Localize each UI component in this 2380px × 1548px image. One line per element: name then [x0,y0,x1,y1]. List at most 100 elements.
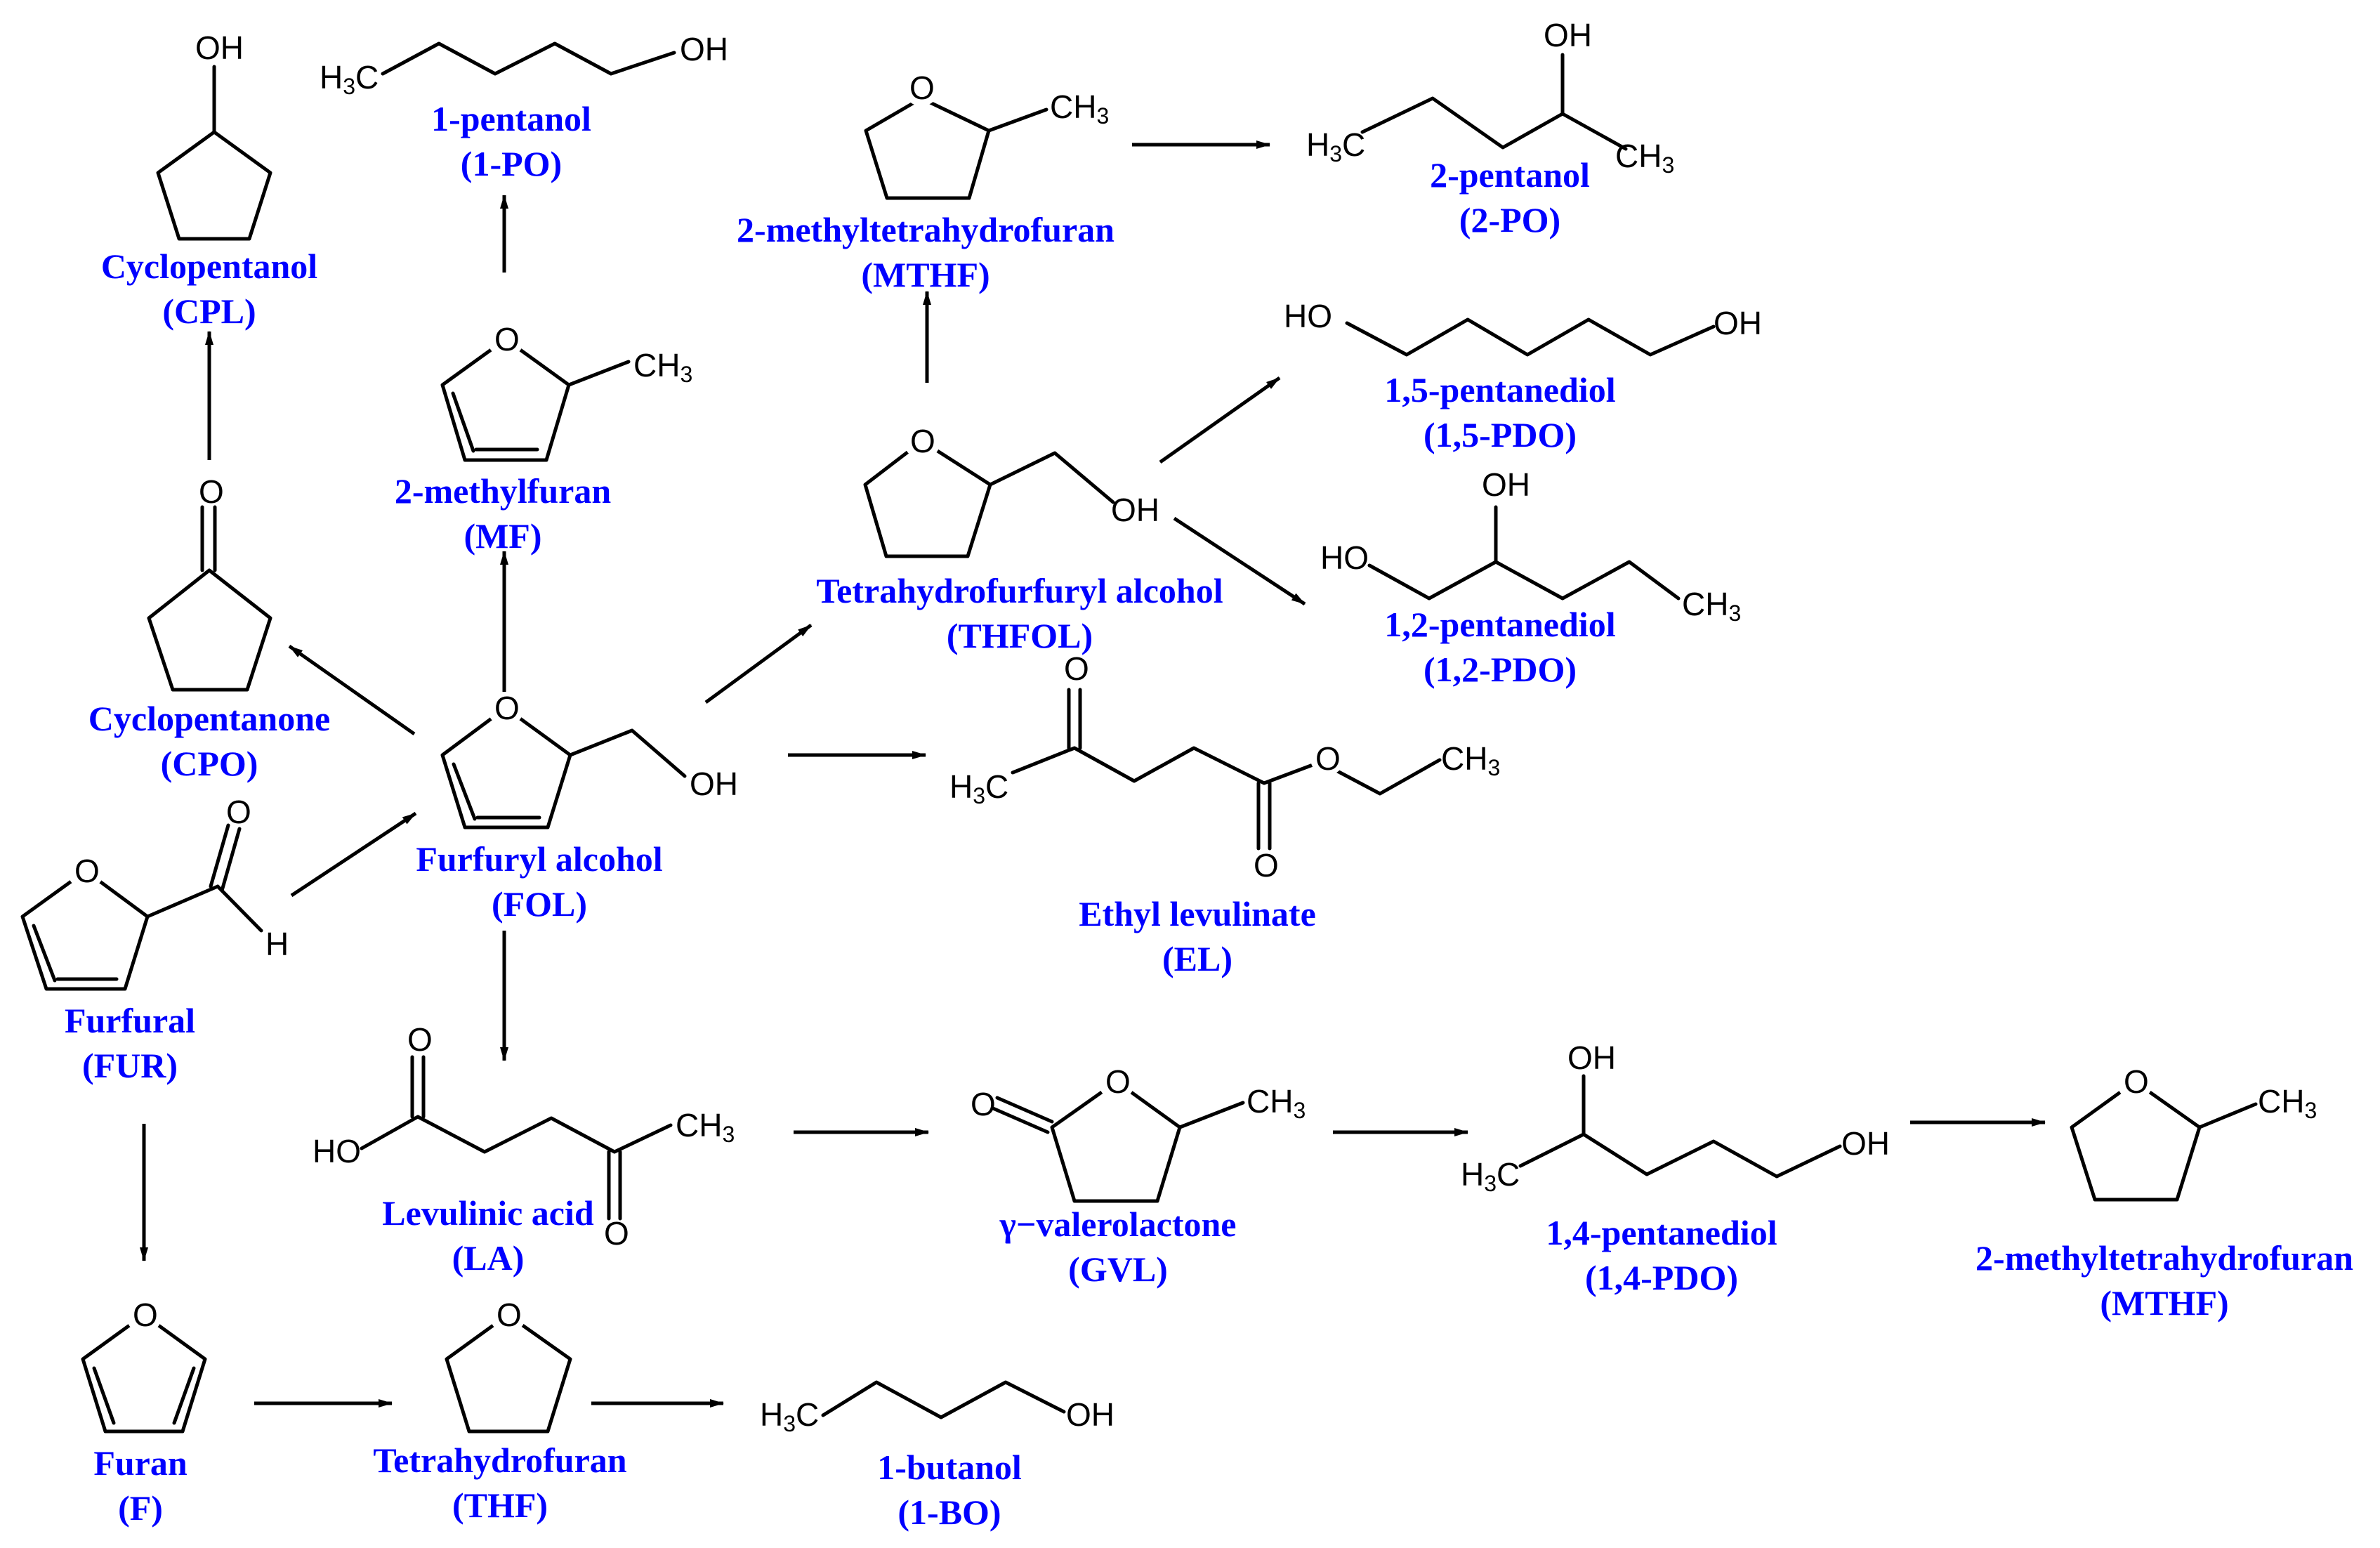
structure-furan: O [81,1297,207,1434]
atom-label: CH3 [1682,586,1741,626]
atom-label: H3C [760,1396,819,1436]
atom-label: H3C [1306,126,1365,166]
structure-tetrahydrofurfuryl-alcohol: O OH [863,423,1159,558]
compound-name: Furfuryl alcohol [416,839,662,879]
label-2-methylfuran: 2-methylfuran (MF) [395,471,611,556]
compound-abbr: (F) [118,1488,163,1528]
compound-abbr: (MF) [463,516,541,556]
label-furfuryl-alcohol: Furfuryl alcohol (FOL) [416,839,662,924]
atom-label: OH [1482,466,1530,503]
compound-name: 1,5-pentanediol [1384,370,1615,409]
atom-label: OH [1841,1125,1890,1162]
structure-levulinic-acid: HO O O CH3 [313,1021,735,1252]
compound-name: Ethyl levulinate [1079,894,1316,933]
structure-ethyl-levulinate: H3C O O O CH3 [949,650,1500,884]
compound-abbr: (MTHF) [2100,1283,2228,1323]
compound-name: Cyclopentanone [88,699,330,738]
atom-label: O [494,321,520,358]
compound-name: Cyclopentanol [101,247,317,286]
compound-name: 2-methyltetrahydrofuran [1975,1238,2353,1278]
label-1-pentanol: 1-pentanol (1-PO) [431,99,591,183]
structure-tetrahydrofuran: O [445,1297,572,1434]
arrow-thfol-to-15pdo [1159,376,1281,464]
label-1-butanol: 1-butanol (1-BO) [877,1448,1022,1532]
compound-abbr: (THF) [452,1485,548,1525]
compound-abbr: (EL) [1162,939,1232,978]
atom-label: HO [1320,539,1369,576]
atom-label: O [199,473,224,510]
atom-label: H3C [320,59,379,99]
compound-abbr: (1,2-PDO) [1424,650,1577,689]
arrow-fol-to-cpo [288,644,416,736]
atom-label: OH [1714,305,1762,341]
compound-abbr: (MTHF) [861,255,990,294]
atom-label: O [604,1215,629,1252]
compound-abbr: (1,5-PDO) [1424,415,1577,454]
atom-label: H [265,926,289,962]
compound-name: Levulinic acid [382,1193,594,1233]
structure-cyclopentanone: O [147,473,272,692]
atom-label: H3C [949,768,1008,808]
compound-name: 2-pentanol [1430,155,1590,195]
atom-label: O [494,690,520,726]
structure-gamma-valerolactone: O O CH3 [971,1063,1306,1203]
compound-abbr: (2-PO) [1459,200,1560,240]
atom-label: OH [1066,1396,1115,1433]
compound-abbr: (1-BO) [898,1493,1001,1532]
label-tetrahydrofuran: Tetrahydrofuran (THF) [373,1441,626,1525]
atom-label: O [1105,1063,1131,1100]
compound-name: 2-methylfuran [395,471,611,511]
atom-label: CH3 [1050,88,1109,129]
structure-1-4-pentanediol: H3C OH OH [1461,1039,1890,1196]
label-2-methyltetrahydrofuran-right: 2-methyltetrahydrofuran (MTHF) [1975,1238,2353,1323]
compound-abbr: (LA) [452,1238,525,1278]
atom-label: O [407,1021,433,1058]
arrow-thfol-to-12pdo [1173,516,1306,606]
label-1-4-pentanediol: 1,4-pentanediol (1,4-PDO) [1546,1213,1777,1297]
label-2-methyltetrahydrofuran-top: 2-methyltetrahydrofuran (MTHF) [737,210,1115,294]
structure-1-2-pentanediol: HO OH CH3 [1320,466,1741,626]
label-furfural: Furfural (FUR) [65,1001,195,1085]
compound-abbr: (THFOL) [947,616,1093,655]
structure-1-pentanol: H3C OH [320,31,728,99]
arrow-fol-to-thfol [704,623,813,704]
atom-label: OH [1111,492,1159,528]
structure-furfuryl-alcohol: O OH [440,690,738,829]
label-ethyl-levulinate: Ethyl levulinate (EL) [1079,894,1316,978]
compound-abbr: (CPL) [162,291,256,331]
atom-label: CH3 [633,347,692,387]
structure-1-butanol: H3C OH [760,1380,1115,1436]
label-1-2-pentanediol: 1,2-pentanediol (1,2-PDO) [1384,605,1615,689]
compound-name: 1-butanol [877,1448,1022,1487]
structure-furfural: O O H [20,794,289,991]
compound-abbr: (1-PO) [461,144,562,183]
atom-label: CH3 [2258,1083,2317,1123]
label-tetrahydrofurfuryl-alcohol: Tetrahydrofurfuryl alcohol (THFOL) [816,571,1223,655]
label-gamma-valerolactone: γ−valerolactone (GVL) [999,1205,1237,1289]
compound-name: 1-pentanol [431,99,591,138]
atom-label: CH3 [1441,740,1500,780]
atom-label: OH [690,766,738,802]
atom-label: O [2124,1063,2149,1100]
atom-label: OH [195,29,244,66]
compound-name: Tetrahydrofuran [373,1441,626,1480]
atom-label: HO [1284,298,1332,334]
structure-2-methyltetrahydrofuran-right: O CH3 [2070,1063,2317,1202]
compound-name: Tetrahydrofurfuryl alcohol [816,571,1223,610]
atom-label: CH3 [676,1107,735,1147]
compound-abbr: (FUR) [82,1046,178,1085]
compound-name: Furfural [65,1001,195,1040]
compound-abbr: (FOL) [492,884,587,924]
atom-label: O [226,794,251,830]
atom-label: OH [680,31,728,67]
label-2-pentanol: 2-pentanol (2-PO) [1430,155,1590,240]
arrow-fur-to-fol [290,811,417,898]
compound-name: Furan [93,1443,188,1483]
label-1-5-pentanediol: 1,5-pentanediol (1,5-PDO) [1384,370,1615,454]
atom-label: O [497,1297,522,1333]
atom-label: HO [313,1133,361,1169]
label-furan: Furan (F) [93,1443,188,1528]
structure-cyclopentanol: OH [156,29,272,241]
